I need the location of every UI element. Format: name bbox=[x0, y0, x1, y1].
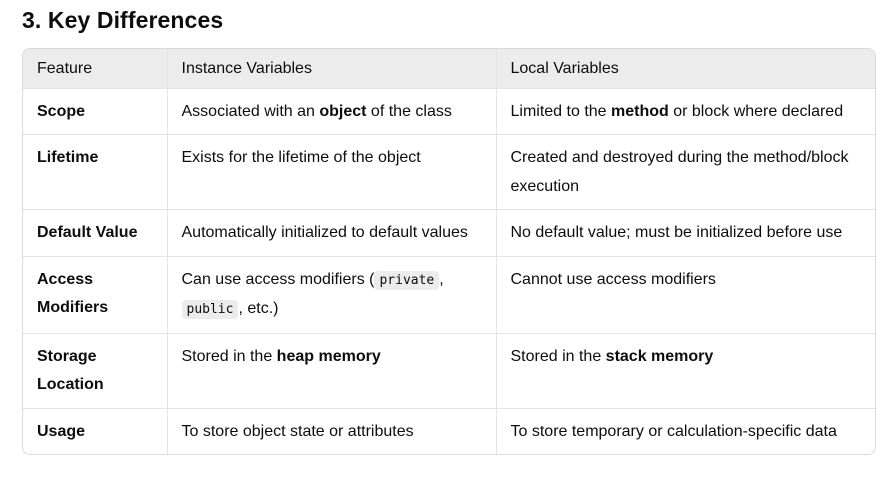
local-cell: To store temporary or calculation-specif… bbox=[510, 422, 837, 440]
comparison-table: Feature Instance Variables Local Variabl… bbox=[23, 49, 875, 454]
cell-bold-text: object bbox=[319, 102, 367, 120]
table-row: Access Modifiers Can use access modifier… bbox=[23, 256, 875, 334]
cell-text: or block where declared bbox=[668, 102, 844, 120]
section-heading: 3. Key Differences bbox=[22, 7, 224, 33]
cell-text: of the class bbox=[366, 102, 452, 120]
instance-cell: Exists for the lifetime of the object bbox=[167, 134, 497, 210]
cell-bold-text: method bbox=[611, 102, 669, 120]
feature-cell: Lifetime bbox=[23, 134, 168, 210]
table-row: Scope Associated with an object of the c… bbox=[23, 88, 875, 135]
instance-cell: Stored in the heap memory bbox=[167, 333, 497, 409]
cell-text: Limited to the bbox=[510, 102, 611, 120]
local-cell: Stored in the stack memory bbox=[496, 333, 875, 409]
cell-text: Stored in the bbox=[510, 347, 606, 365]
cell-bold-text: stack memory bbox=[605, 347, 714, 365]
instance-cell: Can use access modifiers (private, publi… bbox=[167, 256, 497, 334]
instance-cell: Associated with an object of the class bbox=[167, 88, 497, 135]
cell-text: , etc.) bbox=[238, 300, 279, 317]
table-header-row: Feature Instance Variables Local Variabl… bbox=[23, 49, 875, 89]
instance-cell: To store object state or attributes bbox=[167, 408, 497, 454]
table-row: Usage To store object state or attribute… bbox=[23, 408, 875, 454]
instance-cell: Automatically initialized to default val… bbox=[167, 209, 497, 257]
table-row: Lifetime Exists for the lifetime of the … bbox=[23, 134, 875, 210]
cell-text: Associated with an bbox=[181, 102, 320, 120]
cell-text: Can use access modifiers ( bbox=[181, 270, 375, 288]
comparison-table-container: Feature Instance Variables Local Variabl… bbox=[22, 48, 876, 455]
inline-code-public: public bbox=[181, 300, 239, 319]
inline-code-private: private bbox=[374, 270, 440, 290]
feature-cell: Access Modifiers bbox=[23, 256, 168, 334]
feature-cell: Default Value bbox=[23, 209, 168, 257]
cell-bold-text: heap memory bbox=[276, 347, 381, 365]
header-feature: Feature bbox=[23, 49, 168, 89]
header-local-variables: Local Variables bbox=[496, 49, 875, 89]
feature-cell: Usage bbox=[23, 408, 168, 454]
local-cell: Cannot use access modifiers bbox=[496, 256, 875, 334]
feature-cell: Storage Location bbox=[23, 333, 168, 409]
header-instance-variables: Instance Variables bbox=[167, 49, 497, 89]
cell-text: Stored in the bbox=[181, 347, 277, 365]
local-cell: No default value; must be initialized be… bbox=[496, 209, 875, 257]
table-row: Storage Location Stored in the heap memo… bbox=[23, 333, 875, 409]
local-cell: Limited to the method or block where dec… bbox=[496, 88, 875, 135]
feature-cell: Scope bbox=[23, 88, 168, 135]
local-cell: Created and destroyed during the method/… bbox=[496, 134, 875, 210]
cell-text: , bbox=[439, 270, 444, 288]
table-row: Default Value Automatically initialized … bbox=[23, 209, 875, 257]
